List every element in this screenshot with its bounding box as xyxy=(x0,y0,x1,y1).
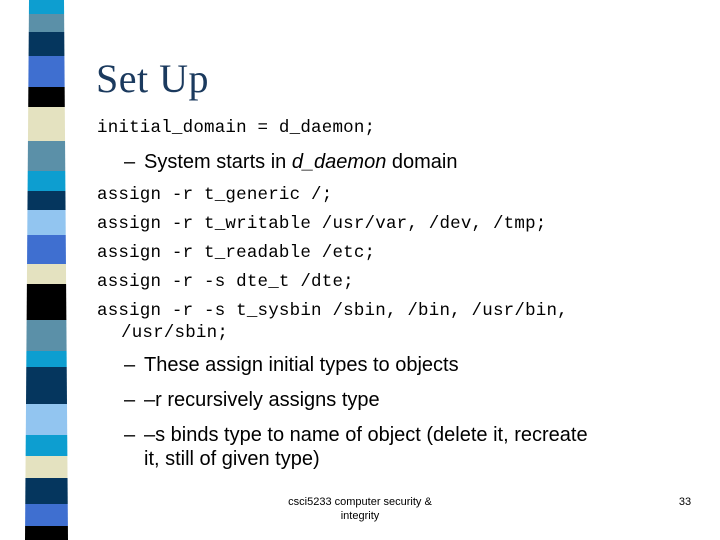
bullet-recursive-assign: ––r recursively assigns type xyxy=(124,388,704,412)
stripe-band-20 xyxy=(25,504,68,526)
code-line-initial-domain: initial_domain = d_daemon; xyxy=(97,118,376,138)
bullet-assign-initial-types: –These assign initial types to objects xyxy=(124,353,704,377)
bullet-system-starts: –System starts in d_daemon domain xyxy=(124,150,458,174)
stripe-band-0 xyxy=(25,0,68,14)
footer-course-label: csci5233 computer security & integrity xyxy=(190,495,530,523)
bullet-dash-icon: – xyxy=(124,354,136,376)
striped-bar-svg xyxy=(25,0,68,540)
stripe-band-18 xyxy=(25,456,68,478)
stripe-band-3 xyxy=(25,56,68,87)
stripe-band-19 xyxy=(25,478,68,504)
bullet-text: –s binds type to name of object (delete … xyxy=(144,424,588,446)
bullet-text-suffix: domain xyxy=(386,151,458,173)
bullet-text-wrapped: it, still of given type) xyxy=(144,448,320,470)
code-line-assign-generic: assign -r t_generic /; xyxy=(97,185,333,205)
code-line-assign-readable: assign -r t_readable /etc; xyxy=(97,243,376,263)
bullet-binds-type-to-name: ––s binds type to name of object (delete… xyxy=(124,423,704,471)
page-title: Set Up xyxy=(96,56,209,101)
stripe-band-1 xyxy=(25,14,68,32)
code-line-assign-writable: assign -r t_writable /usr/var, /dev, /tm… xyxy=(97,214,547,234)
stripe-band-21 xyxy=(25,526,68,540)
stripe-band-17 xyxy=(25,435,68,456)
stripe-band-2 xyxy=(25,32,68,56)
striped-bar-bands xyxy=(25,0,68,540)
stripe-band-13 xyxy=(25,320,68,351)
bullet-dash-icon: – xyxy=(124,389,136,411)
stripe-band-15 xyxy=(25,367,68,404)
bullet-dash-icon: – xyxy=(124,424,136,446)
stripe-band-6 xyxy=(25,141,68,171)
stripe-band-9 xyxy=(25,210,68,235)
stripe-band-14 xyxy=(25,351,68,367)
footer-line-2: integrity xyxy=(340,510,380,522)
bullet-text-emphasis: d_daemon xyxy=(291,151,387,173)
stripe-band-12 xyxy=(25,284,68,320)
stripe-band-10 xyxy=(25,235,68,264)
stripe-band-16 xyxy=(25,404,68,435)
code-line-assign-dte: assign -r -s dte_t /dte; xyxy=(97,272,354,292)
stripe-band-11 xyxy=(25,264,68,284)
stripe-band-5 xyxy=(25,107,68,141)
stripe-band-8 xyxy=(25,191,68,210)
code-line-assign-sysbin: assign -r -s t_sysbin /sbin, /bin, /usr/… xyxy=(97,301,568,321)
code-line-assign-sysbin-continued: /usr/sbin; xyxy=(121,323,229,343)
decorative-striped-bar xyxy=(0,0,90,540)
bullet-text: These assign initial types to objects xyxy=(144,354,459,376)
stripe-band-7 xyxy=(25,171,68,191)
bullet-text-prefix: System starts in xyxy=(144,151,292,173)
stripe-band-4 xyxy=(25,87,68,107)
footer-line-1: csci5233 computer security & xyxy=(288,496,432,508)
bullet-text: –r recursively assigns type xyxy=(144,389,380,411)
bullet-dash-icon: – xyxy=(124,151,136,173)
page-number: 33 xyxy=(678,496,692,508)
